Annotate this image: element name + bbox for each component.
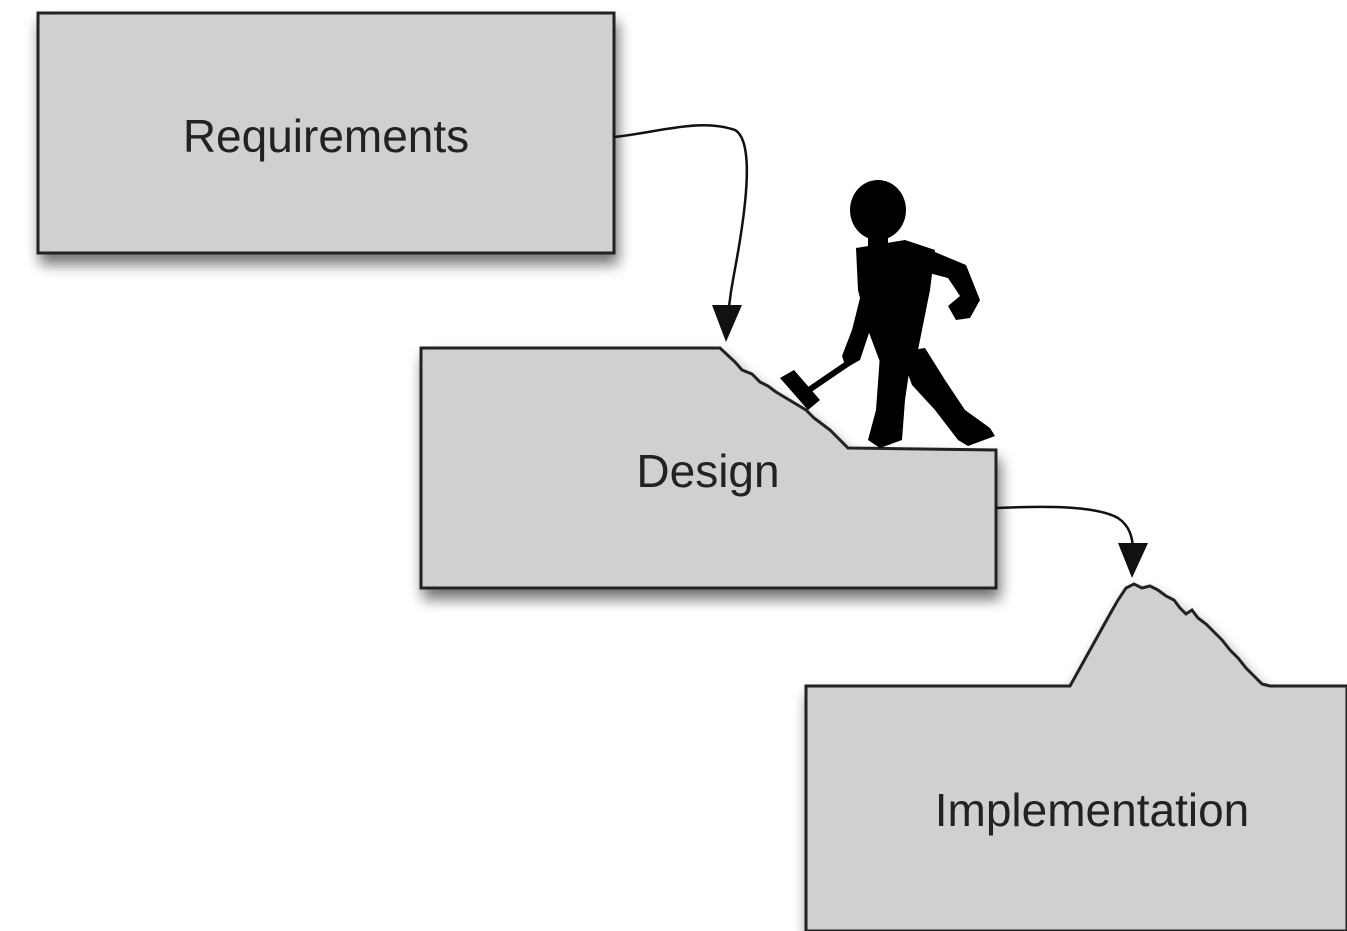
design-stage: Design — [419, 346, 998, 590]
requirements-box — [36, 11, 616, 255]
requirements-stage: Requirements — [36, 11, 616, 255]
arrow-requirements-to-design — [613, 124, 749, 342]
requirements-label: Requirements — [183, 110, 469, 162]
implementation-label: Implementation — [935, 784, 1250, 836]
implementation-stage: Implementation — [804, 582, 1347, 931]
design-label: Design — [636, 445, 779, 497]
implementation-box — [804, 582, 1347, 931]
design-box — [419, 346, 998, 590]
arrow-design-to-implementation — [995, 505, 1148, 578]
arrowhead — [1118, 543, 1148, 578]
worker-with-hammer-icon — [780, 180, 995, 448]
arrowhead — [712, 305, 742, 342]
